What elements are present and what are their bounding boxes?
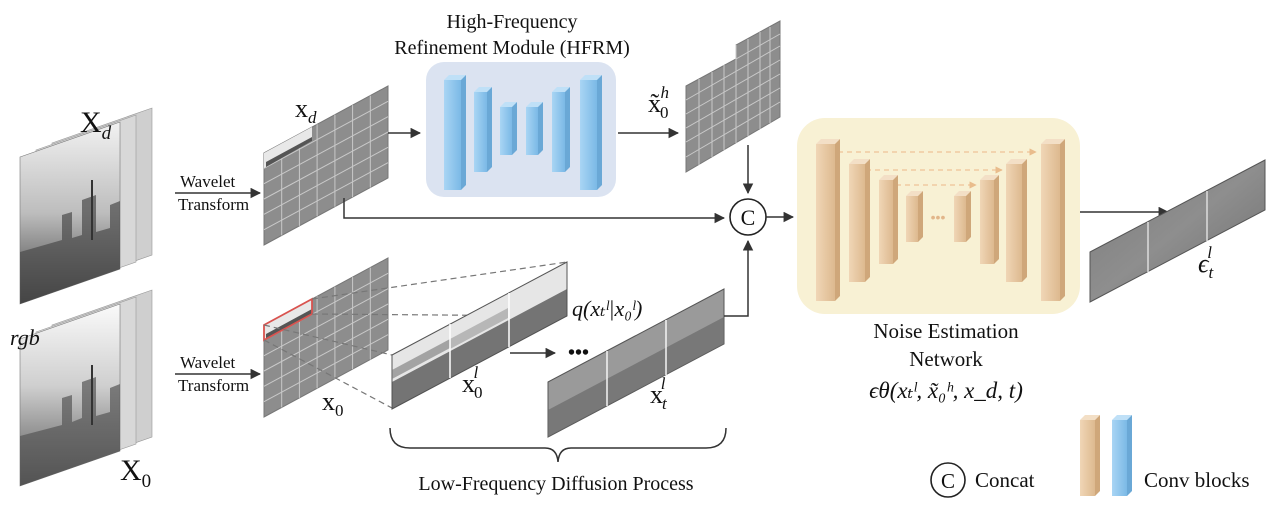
skip-connections: [838, 148, 1037, 189]
eps-theta-expression: ϵθ(xₜˡ, x̃₀ʰ, x_d, t): [869, 378, 1023, 403]
xd-wavelet-grid: [263, 85, 389, 246]
legend-concat-icon: [930, 462, 966, 498]
x0l-label: x0l: [462, 363, 483, 402]
legend-blue-block-icon: [1112, 415, 1132, 496]
xtl-image-strip: [547, 288, 725, 438]
xd-input-label: Xd: [80, 106, 112, 144]
hfrm-conv-blocks: [444, 75, 602, 190]
concat-symbol: C: [741, 205, 756, 230]
output-noise-strip: [1089, 159, 1266, 303]
ellipsis: •••: [568, 342, 589, 364]
transform-label-top: Transform: [178, 195, 249, 214]
x0-wavelet-grid: [263, 257, 389, 418]
noise-title-line2: Network: [909, 347, 983, 371]
xd-small-label: xd: [295, 94, 317, 127]
input-xd-stack: [19, 107, 153, 305]
legend-concat-label: Concat: [975, 468, 1035, 492]
transform-label-bottom: Transform: [178, 376, 249, 395]
wavelet-label-top: Wavelet: [180, 172, 236, 191]
xtl-label: xtl: [650, 374, 668, 413]
xd-to-concat-arrow: [343, 198, 726, 224]
x0l-image-strip: [391, 261, 568, 410]
network-dots: •••: [931, 209, 946, 225]
legend-tan-block-icon: [1080, 415, 1100, 496]
hfrm-title-line2: Refinement Module (HFRM): [394, 37, 630, 59]
input-x0-stack: [19, 289, 153, 487]
hfrm-title-line1: High-Frequency: [446, 11, 577, 33]
noise-conv-blocks: [816, 139, 1065, 301]
x0-small-label: x0: [322, 387, 344, 420]
legend-concat-symbol: C: [941, 469, 955, 493]
lfdp-label: Low-Frequency Diffusion Process: [418, 473, 693, 495]
q-expression: q(xₜˡ|x₀ˡ): [572, 296, 642, 321]
legend: C Concat Conv blocks: [930, 415, 1250, 498]
lfdp-brace: [389, 427, 727, 463]
rgb-label: rgb: [10, 325, 40, 350]
eps-output-label: ϵtl: [1198, 243, 1214, 282]
x0h-grid: [685, 20, 781, 173]
noise-title-line1: Noise Estimation: [873, 319, 1019, 343]
x0-input-label: X0: [120, 454, 151, 492]
wavelet-label-bottom: Wavelet: [180, 353, 236, 372]
x0h-label: x̃0h: [648, 83, 669, 122]
xtl-to-concat-arrow: [724, 239, 754, 317]
legend-conv-label: Conv blocks: [1144, 468, 1250, 492]
